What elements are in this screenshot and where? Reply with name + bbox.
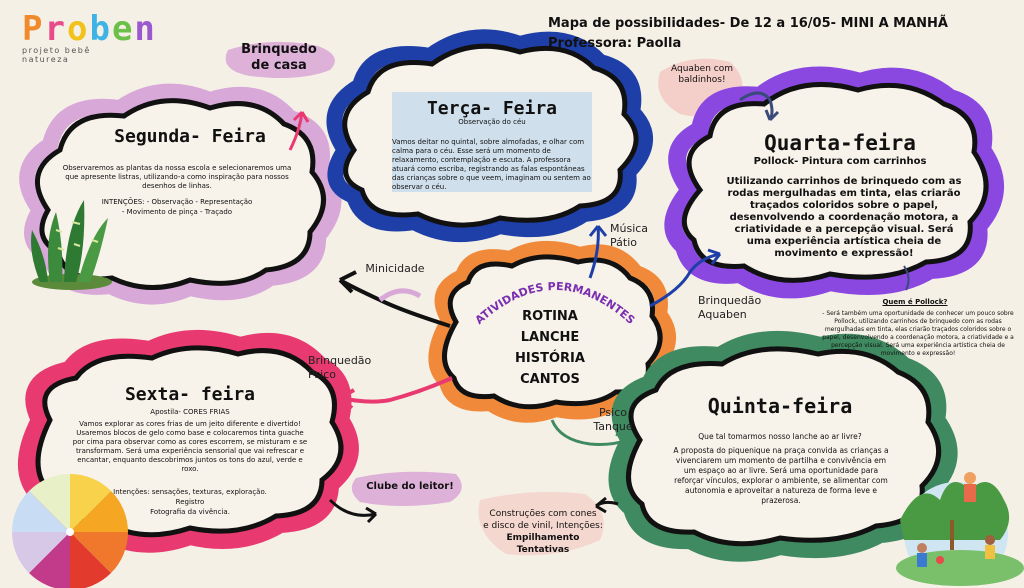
label-construcoes-line2: e disco de vinil, Intenções: [483,521,603,531]
thursday-cloud [626,346,942,547]
wednesday-cloud [681,81,989,283]
construcoes-blob [478,492,604,556]
connector-minicidade-ribbon [378,288,422,303]
connector-brinquedo-casa [288,110,310,151]
label-brinquedo-casa-line2: de casa [251,58,307,74]
label-brinquedao-a: Brinquedão [698,294,762,307]
label-psico: Psico [308,367,337,381]
header-teacher: Professora: Paolla [548,36,682,51]
wednesday-body: Utilizando carrinhos de brinquedo com as… [726,176,962,259]
page-header: Mapa de possibilidades- De 12 a 16/05- M… [548,14,948,54]
label-construcoes-line3: Empilhamento [506,533,580,543]
monday-cloud [35,98,326,290]
connector-pollock [903,265,910,291]
label-construcoes-line4: Tentativas [516,545,570,555]
tuesday-subtitle: Observação do céu [458,118,526,126]
connector-construcoes [595,496,619,514]
label-aquaben-line1: Aquaben com [671,64,733,74]
center-cloud [442,254,663,410]
label-psico-t: Psico [598,406,627,419]
tuesday-title: Terça- Feira [426,98,558,119]
sky-photo-panel [392,92,592,192]
monday-title: Segunda- Feira [114,126,266,147]
thursday-body: A proposta do piquenique na praça convid… [673,446,889,505]
tuesday-cloud-outer [326,29,654,242]
center-cloud-outer [428,240,676,423]
thursday-title: Quinta-feira [707,394,853,418]
tuesday-body: Vamos deitar no quintal, sobre almofadas… [392,138,591,191]
monday-intencoes-2: - Movimento de pinça - Traçado [121,208,233,216]
header-title: Mapa de possibilidades- De 12 a 16/05- M… [548,16,948,31]
label-patio: Pátio [610,235,637,249]
label-aquaben-baldinhos: Aquaben com baldinhos! [664,64,740,87]
wednesday-title: Quarta-feira [764,131,916,155]
color-wheel-illustration [12,474,128,588]
logo-tagline: projeto bebê natureza [22,46,91,64]
logo-letter: e [111,9,135,49]
connector-clube [328,498,378,524]
label-brinquedao-psico: Brinquedão Psico [308,354,378,382]
label-musica: Música [610,222,649,235]
pollock-note-body: - Será também uma oportunidade de conhec… [822,310,1014,357]
connector-musica [588,225,608,279]
friday-subtitle: Apostila- CORES FRIAS [150,408,230,416]
label-construcoes-line1: Construções com cones [489,509,597,519]
center-items: ROTINA LANCHE HISTÓRIA CANTOS [500,306,600,390]
label-tanque: Tanque [593,419,633,433]
friday-intencoes: Intenções: sensações, texturas, exploraç… [113,488,267,496]
plant-illustration [31,200,112,290]
brinquedo-casa-blob [225,41,335,78]
friday-body: Vamos explorar as cores frias de um jeit… [72,420,308,473]
friday-title: Sexta- feira [124,384,256,405]
label-musica-patio: Música Pátio [610,222,660,250]
label-psico-tanque: Psico Tanque [588,406,638,434]
logo-letter: b [89,9,112,49]
friday-fotografia: Fotografia da vivência. [150,508,230,516]
thursday-cloud-outer [608,330,958,562]
connector-aquaben-baldinhos [739,91,780,122]
clube-leitor-blob [351,471,462,506]
label-aquaben: Aquaben [698,307,747,321]
label-minicidade: Minicidade [365,262,425,275]
label-brinquedao-p: Brinquedão [308,354,372,367]
logo-letter: P [22,9,45,49]
friday-registro: Registro [175,498,205,506]
logo-letter: r [44,9,67,49]
label-construcoes: Construções com cones e disco de vinil, … [478,508,608,556]
monday-body: Observaremos as plantas da nossa escola … [62,164,292,190]
monday-cloud-outer [19,83,342,305]
label-clube-leitor: Clube do leitor! [366,481,454,492]
label-brinquedo-casa: Brinquedo de casa [234,42,324,75]
label-brinquedo-casa-line1: Brinquedo [241,42,317,57]
connector-aquaben [649,248,722,308]
center-item-lanche: LANCHE [520,330,580,345]
monday-intencoes: INTENÇÕES: - Observação - Representação [101,198,253,206]
connector-psico [338,376,453,410]
connector-tanque [550,419,629,450]
logo-letter: n [134,9,157,49]
connector-minicidade [338,270,451,328]
label-brinquedao-aquaben: Brinquedão Aquaben [698,294,768,322]
logo-letter: o [66,9,90,49]
center-item-rotina: ROTINA [522,309,578,324]
label-aquaben-line2: baldinhos! [678,75,726,86]
center-arc-title: ATIVIDADES PERMANENTES [473,280,638,327]
logo-wordmark: Proben [22,9,155,49]
wednesday-subtitle: Pollock- Pintura com carrinhos [753,156,927,167]
center-item-cantos: CANTOS [520,372,580,387]
logo: Proben projeto bebê natureza [22,9,155,64]
center-item-historia: HISTÓRIA [515,351,585,366]
pollock-note-title: Quem é Pollock? [882,298,948,306]
picnic-illustration [896,472,1024,586]
thursday-question: Que tal tomarmos nosso lanche ao ar livr… [698,432,862,441]
